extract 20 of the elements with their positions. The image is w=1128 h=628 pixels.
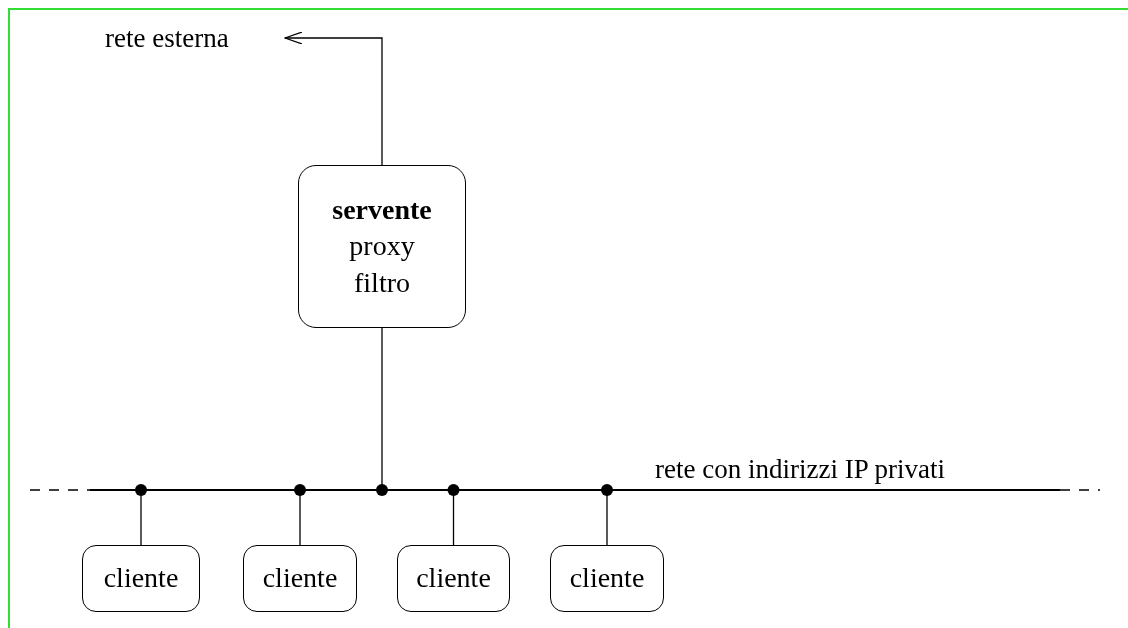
server-title: servente	[332, 192, 432, 227]
network-bus-line	[90, 489, 1060, 491]
client-label: cliente	[569, 561, 645, 596]
client-box	[243, 545, 357, 612]
client-box	[397, 545, 510, 612]
client-box	[82, 545, 200, 612]
connector-line	[376, 327, 388, 496]
server-box	[298, 165, 466, 328]
client-box	[550, 545, 664, 612]
client-label: cliente	[262, 561, 338, 596]
connector-line	[135, 484, 147, 546]
server-roles: proxy filtro	[348, 229, 416, 300]
connector-line	[294, 484, 306, 546]
network-label: rete con indirizzi IP privati	[655, 456, 945, 483]
arrow	[284, 31, 383, 166]
connector-line	[601, 484, 613, 546]
client-label: cliente	[103, 561, 179, 596]
network-label: rete esterna	[105, 25, 229, 52]
client-label: cliente	[416, 561, 491, 596]
connector-line	[447, 484, 460, 546]
